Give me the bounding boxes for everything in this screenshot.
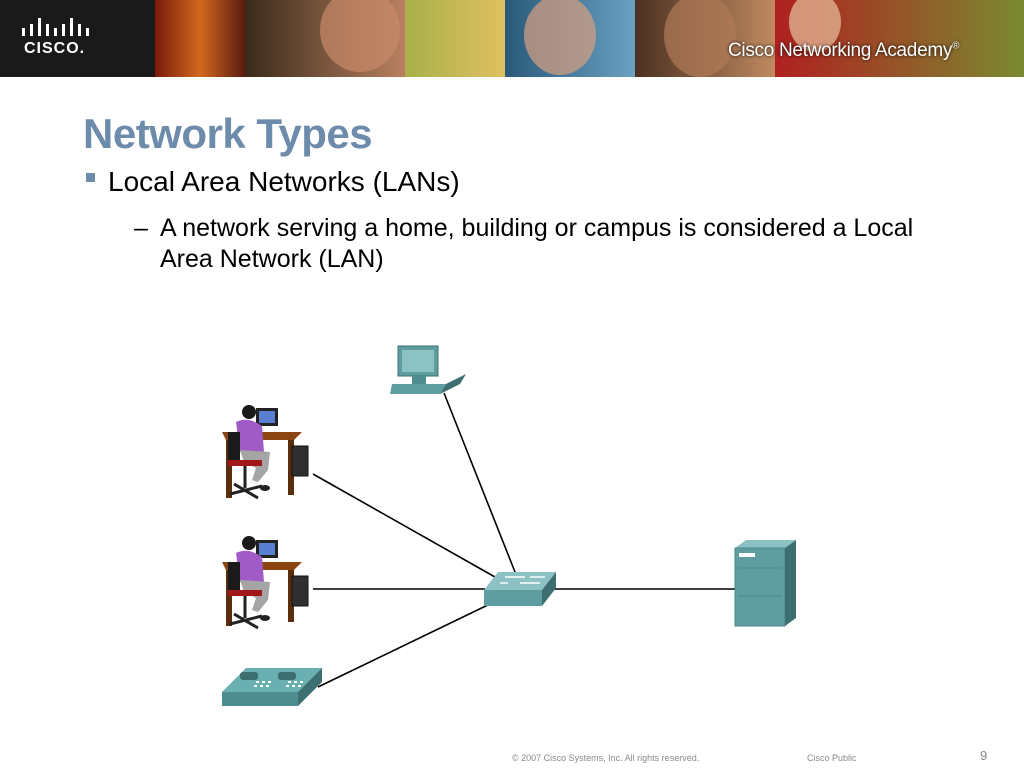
page-number: 9 [980,748,988,763]
bullet-lan-text: Local Area Networks (LANs) [108,166,460,197]
network-links [312,392,736,688]
server-icon [734,540,796,627]
cisco-logo-text: CISCO. [24,40,86,57]
header-banner: CISCO. Cisco Networking Academy® [0,0,1024,77]
sub-bullet-lan-definition: – A network serving a home, building or … [134,213,964,275]
link-user1-switch [312,473,496,578]
slide-title: Network Types [83,110,373,157]
link-computer-switch [443,392,516,573]
academy-title: Cisco Networking Academy® [728,40,960,61]
workstation-user-1-icon [222,405,309,500]
link-phone-switch [317,602,493,688]
workstation-user-2-icon [222,536,309,630]
bullet-lan: Local Area Networks (LANs) [86,166,460,198]
banner-photo-strip [0,0,1024,77]
desktop-computer-icon [390,345,466,394]
ip-phone-icon [222,668,322,706]
footer-copyright: © 2007 Cisco Systems, Inc. All rights re… [512,753,700,763]
lan-switch-icon [484,572,556,606]
sub-bullet-text: A network serving a home, building or ca… [160,214,914,273]
cisco-logo-icon [22,18,89,36]
sub-bullet-dash: – [134,214,148,242]
bullet-square-icon [86,173,95,183]
footer-classification: Cisco Public [807,753,857,763]
